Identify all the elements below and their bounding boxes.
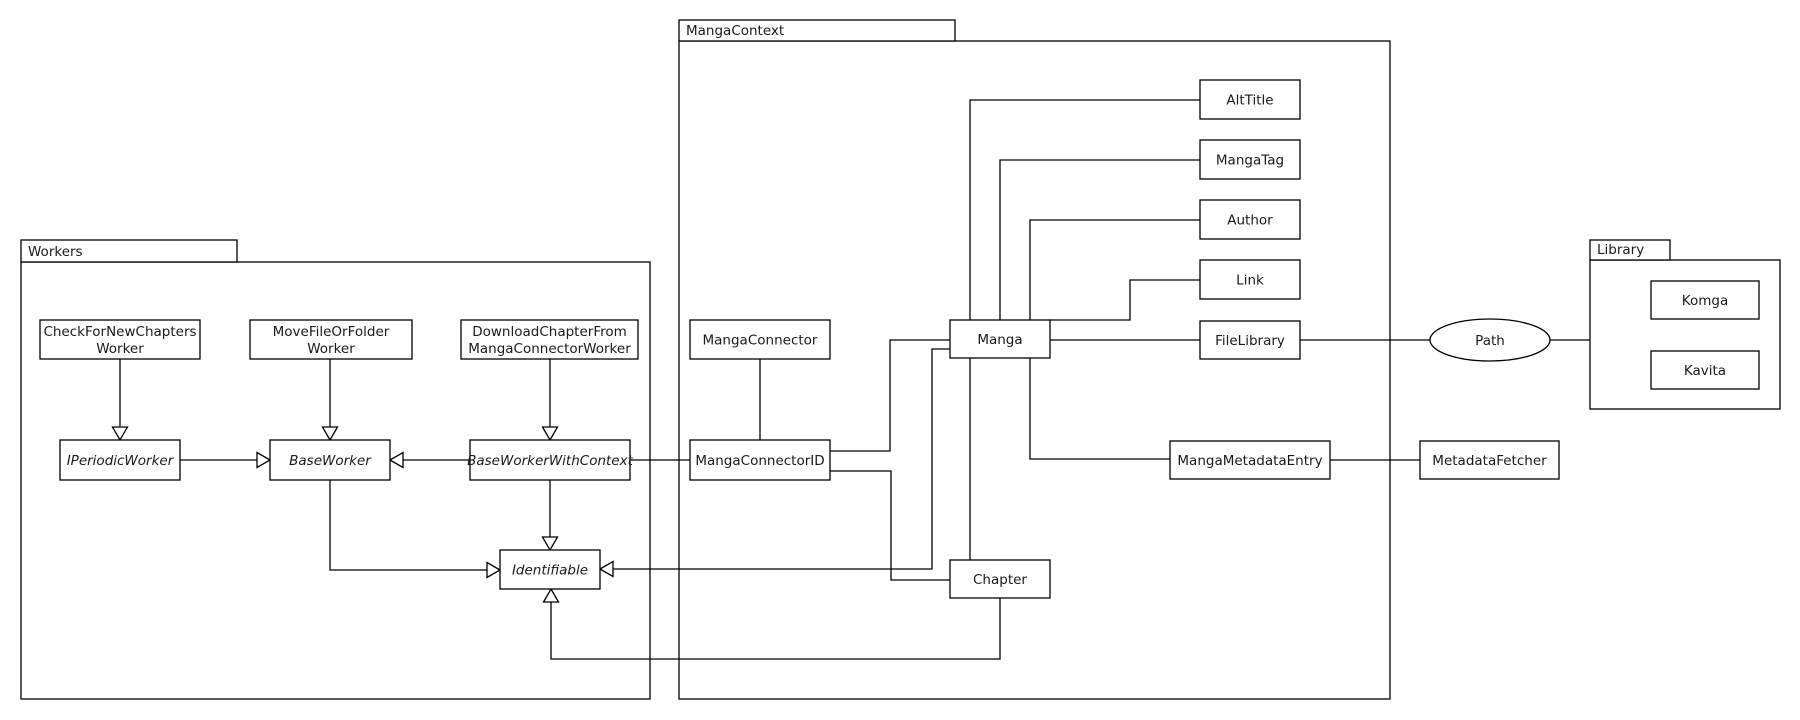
class-box-identifiable: [499, 549, 601, 590]
class-label-line: MangaTag: [1216, 153, 1284, 169]
class-label-komga: Komga: [1682, 293, 1728, 309]
class-box-manga-tag: [1199, 139, 1301, 180]
class-label-author: Author: [1227, 213, 1273, 229]
arrowhead-i-periodic-worker-to-base-worker: [256, 451, 272, 469]
class-label-line: BaseWorker: [289, 453, 372, 469]
class-label-manga-connector-id: MangaConnectorID: [695, 453, 824, 469]
class-label-identifiable: Identifiable: [512, 563, 588, 579]
class-label-line: MangaConnector: [703, 333, 818, 349]
class-label-line: Komga: [1682, 293, 1728, 309]
class-label-manga: Manga: [977, 332, 1022, 348]
class-label-alt-title: AltTitle: [1226, 93, 1273, 109]
class-box-download-chapter-from-manga-connector-worker: [460, 319, 639, 360]
class-label-line: CheckForNewChapters: [43, 324, 196, 340]
class-label-metadata-fetcher: MetadataFetcher: [1432, 453, 1547, 469]
arrowhead-check-for-new-chapters-worker-to-i-periodic-worker: [111, 426, 129, 442]
arrowhead-chapter-to-identifiable: [542, 587, 560, 603]
arrowhead-manga-to-identifiable: [598, 560, 614, 578]
class-label-chapter: Chapter: [973, 572, 1027, 588]
class-box-metadata-fetcher: [1419, 440, 1560, 480]
class-box-file-library: [1199, 320, 1301, 360]
class-box-chapter: [949, 559, 1051, 599]
package-tab-library: [1589, 239, 1671, 261]
package-tab-workers: [20, 239, 238, 263]
class-box-manga-connector: [689, 319, 831, 360]
class-label-base-worker: BaseWorker: [289, 453, 372, 469]
connector-author-to-manga: [1029, 219, 1200, 320]
class-label-manga-metadata-entry: MangaMetadataEntry: [1177, 453, 1322, 469]
connector-manga-tag-to-manga: [999, 159, 1200, 320]
package-label-manga-context: MangaContext: [686, 23, 784, 39]
connector-manga-connector-id-to-manga: [830, 339, 950, 452]
class-label-line: Kavita: [1684, 363, 1726, 379]
class-box-link: [1199, 259, 1301, 300]
class-label-line: Manga: [977, 332, 1022, 348]
class-label-line: MangaConnectorID: [695, 453, 824, 469]
class-label-i-periodic-worker: IPeriodicWorker: [67, 453, 175, 469]
connector-base-worker-to-identifiable: [329, 480, 487, 571]
class-label-line: DownloadChapterFrom: [472, 324, 627, 340]
connector-link-to-manga: [1050, 279, 1200, 321]
connector-manga-connector-id-to-chapter: [830, 470, 950, 581]
class-label-line: FileLibrary: [1215, 333, 1285, 349]
arrowhead-base-worker-with-context-to-identifiable: [541, 536, 559, 552]
class-label-line: Link: [1236, 273, 1264, 289]
arrowhead-download-chapter-from-manga-connector-worker-to-base-worker-with-context: [541, 426, 559, 442]
class-box-i-periodic-worker: [59, 439, 181, 481]
class-label-line: Identifiable: [512, 563, 588, 579]
class-label-line: MangaConnectorWorker: [468, 341, 631, 357]
arrowhead-move-file-or-folder-worker-to-base-worker: [321, 426, 339, 442]
class-label-line: Worker: [96, 341, 144, 357]
class-box-kavita: [1650, 350, 1760, 390]
class-label-manga-connector: MangaConnector: [703, 333, 818, 349]
arrowhead-base-worker-to-identifiable: [486, 561, 502, 579]
class-box-komga: [1650, 280, 1760, 320]
connector-chapter-to-identifiable: [550, 598, 1001, 660]
class-label-line: MetadataFetcher: [1432, 453, 1547, 469]
connector-manga-to-identifiable: [613, 348, 950, 570]
class-box-author: [1199, 199, 1301, 240]
class-box-move-file-or-folder-worker: [249, 319, 413, 360]
ellipse-label-path: Path: [1475, 333, 1505, 349]
connector-manga-to-manga-metadata-entry: [1029, 358, 1170, 460]
class-box-base-worker-with-context: [469, 439, 631, 481]
class-box-manga-metadata-entry: [1169, 440, 1331, 480]
class-box-check-for-new-chapters-worker: [39, 319, 201, 360]
class-label-base-worker-with-context: BaseWorkerWithContext: [467, 453, 633, 469]
connector-alt-title-to-manga: [969, 99, 1200, 320]
package-label-library: Library: [1597, 242, 1644, 258]
class-box-alt-title: [1199, 79, 1301, 120]
class-label-line: MangaMetadataEntry: [1177, 453, 1322, 469]
class-label-line: Author: [1227, 213, 1273, 229]
class-label-manga-tag: MangaTag: [1216, 153, 1284, 169]
package-tab-manga-context: [678, 19, 956, 42]
class-label-link: Link: [1236, 273, 1264, 289]
ellipse-node-path: [1429, 318, 1551, 362]
class-box-base-worker: [269, 439, 391, 481]
class-label-kavita: Kavita: [1684, 363, 1726, 379]
class-label-line: AltTitle: [1226, 93, 1273, 109]
class-label-line: BaseWorkerWithContext: [467, 453, 633, 469]
package-label-workers: Workers: [28, 244, 83, 260]
class-label-line: IPeriodicWorker: [67, 453, 175, 469]
class-label-line: Worker: [307, 341, 355, 357]
class-box-manga: [949, 319, 1051, 359]
class-label-line: Chapter: [973, 572, 1027, 588]
class-label-file-library: FileLibrary: [1215, 333, 1285, 349]
arrowhead-base-worker-with-context-to-base-worker: [388, 451, 404, 469]
class-label-line: MoveFileOrFolder: [273, 324, 390, 340]
class-box-manga-connector-id: [689, 439, 831, 481]
